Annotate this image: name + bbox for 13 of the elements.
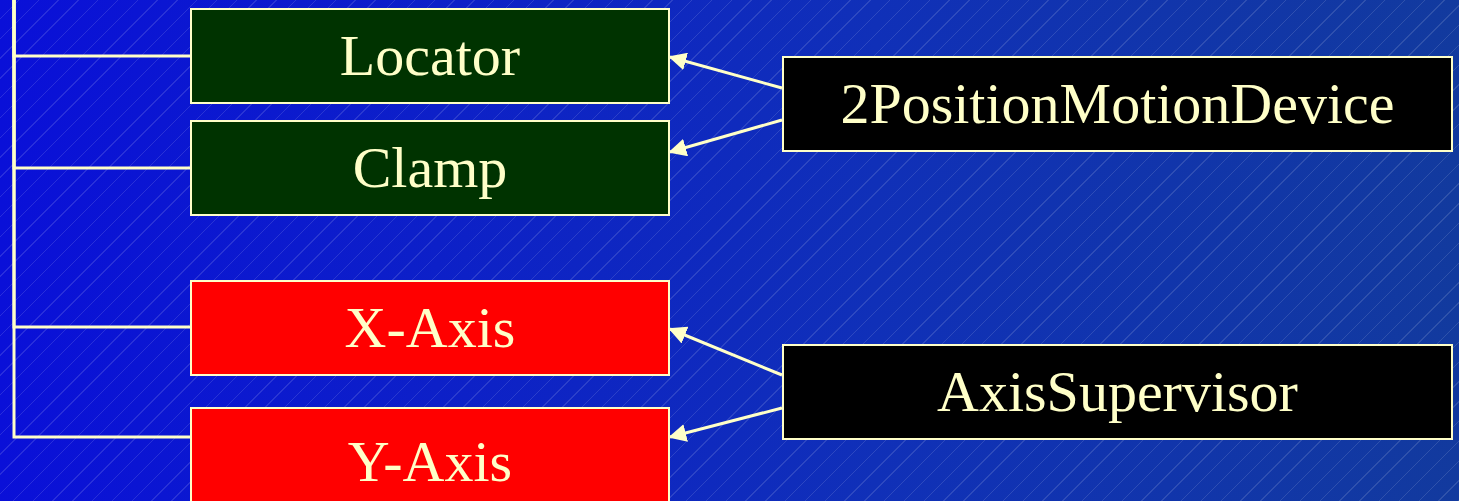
- connector-line: [12, 0, 190, 439]
- class-box: [190, 280, 670, 376]
- class-box: [190, 407, 670, 501]
- class-name: 2PositionMotionDevice: [840, 75, 1395, 133]
- class-box: [782, 56, 1453, 152]
- class-name: AxisSupervisor: [937, 363, 1298, 421]
- class-name: Locator: [339, 27, 521, 85]
- class-box: [190, 8, 670, 104]
- class-name: X-Axis: [344, 299, 516, 357]
- class-box: [782, 344, 1453, 440]
- class-name: Clamp: [352, 139, 508, 197]
- class-box: [190, 120, 670, 216]
- class-name: Y-Axis: [347, 433, 513, 491]
